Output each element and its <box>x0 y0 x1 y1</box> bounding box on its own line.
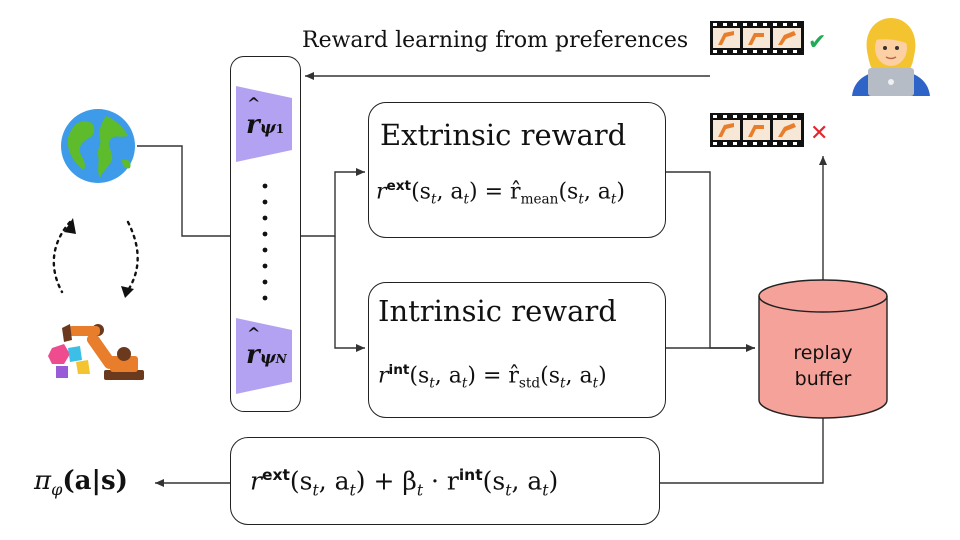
ensemble-ellipsis <box>262 183 268 301</box>
rejected-cross-icon: ✕ <box>810 121 829 146</box>
cycle-arrows-icon <box>52 218 139 298</box>
extrinsic-reward-title: Extrinsic reward <box>380 118 627 152</box>
reward-model-1-trapezoid <box>236 86 292 162</box>
robot-arm-icon <box>48 324 144 380</box>
combined-reward-equation: rext(st, at) + βt · rint(st, at) <box>250 466 559 500</box>
extrinsic-to-buffer-arrow <box>665 171 755 352</box>
globe-to-ensemble-line <box>137 145 230 237</box>
intrinsic-reward-title: Intrinsic reward <box>378 294 617 328</box>
policy-label: πφ(a|s) <box>34 466 128 500</box>
buffer-to-combined-line <box>660 415 824 484</box>
intrinsic-reward-equation: rint(st, at) = r̂std(st, at) <box>378 362 607 392</box>
ensemble-to-intrinsic-arrow <box>334 236 365 352</box>
combined-reward-box <box>230 437 660 525</box>
reward-model-n-trapezoid <box>236 318 292 394</box>
film-strip-icon <box>710 21 804 55</box>
preference-label: Reward learning from preferences <box>302 28 689 53</box>
hat-mark-n: ^ <box>247 324 261 343</box>
replay-buffer-cylinder <box>758 279 888 419</box>
replay-buffer-label: replay buffer <box>793 342 853 390</box>
person-laptop-icon <box>852 18 930 96</box>
globe-icon <box>61 109 135 183</box>
film-strip-rejected-icon <box>710 113 804 147</box>
ensemble-to-extrinsic-arrow <box>300 168 365 237</box>
reward-model-n-label: r^ψN <box>246 324 287 370</box>
accepted-check-icon: ✔ <box>808 30 827 55</box>
extrinsic-reward-box <box>368 102 666 238</box>
extrinsic-reward-equation: rext(st, at) = r̂mean(st, at) <box>376 178 625 208</box>
hat-mark-1: ^ <box>247 94 261 113</box>
reward-model-1-label: r^ψ1 <box>246 94 285 140</box>
intrinsic-reward-box <box>368 282 666 418</box>
